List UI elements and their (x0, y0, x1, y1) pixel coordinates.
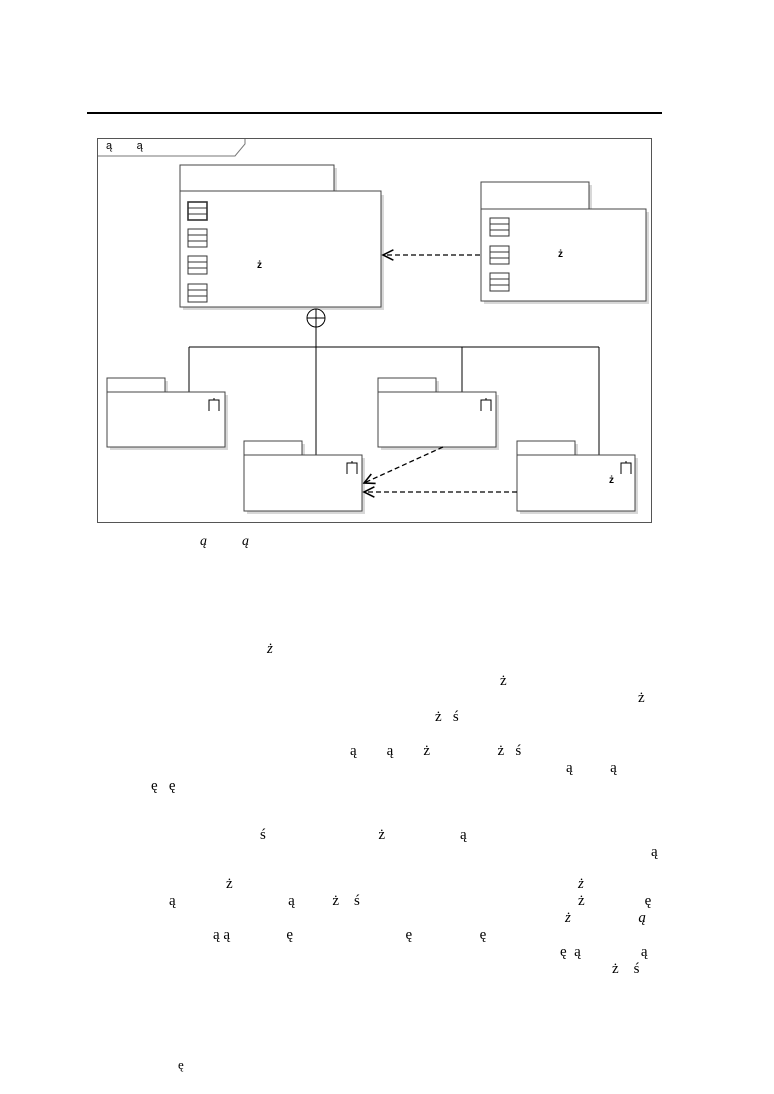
class-label-main: ż (257, 260, 262, 271)
package-bottom-1 (106, 377, 226, 448)
package-label-bottom-4: ż (609, 475, 614, 486)
class-icon-list-main (187, 201, 208, 303)
body-text: ę (178, 1057, 184, 1072)
body-text: ż ą (565, 910, 646, 926)
subsystem-fork-icon (346, 461, 358, 474)
class-icon (187, 283, 208, 303)
subsystem-fork-icon (208, 398, 220, 411)
class-icon (187, 228, 208, 248)
body-text: ą ą (566, 760, 617, 776)
header-rule (87, 112, 662, 114)
package-bottom-2 (243, 440, 363, 512)
body-text: ę ą ą (560, 944, 648, 960)
body-text: ą (651, 844, 658, 860)
package-bottom-3 (377, 377, 497, 448)
body-text: ś ż ą (260, 827, 467, 843)
class-icon (187, 255, 208, 275)
class-icon (187, 201, 208, 221)
package-bottom-4 (516, 440, 636, 512)
body-text: ż ś (612, 961, 640, 977)
frame-tab-label: ą ą (106, 140, 143, 152)
class-label-right: ż (558, 249, 563, 260)
body-text: ż (500, 673, 507, 689)
body-text: ż (578, 876, 584, 892)
body-text: ż ś (435, 709, 459, 725)
body-text: ą ą ż ś (169, 893, 360, 909)
body-text: ę ę (151, 778, 176, 794)
class-icon (489, 272, 510, 292)
body-text: ż (267, 641, 273, 657)
body-text: ą ą ę ę ę (213, 927, 487, 943)
containment-connector (188, 308, 600, 456)
frame-tab (98, 139, 246, 157)
figure-caption: ą ą (200, 534, 249, 549)
package-top-main (179, 164, 382, 308)
body-text: ż ę (578, 893, 652, 909)
body-text: ż (226, 876, 233, 892)
body-text: ą ą ż ż ś (350, 743, 522, 759)
class-icon (489, 217, 510, 237)
subsystem-fork-icon (620, 461, 632, 474)
class-icon (489, 245, 510, 265)
dependency-arrow-b3-to-b2 (364, 446, 444, 483)
class-icon-list-right (489, 217, 510, 292)
subsystem-fork-icon (480, 398, 492, 411)
body-text: ż (638, 690, 645, 706)
